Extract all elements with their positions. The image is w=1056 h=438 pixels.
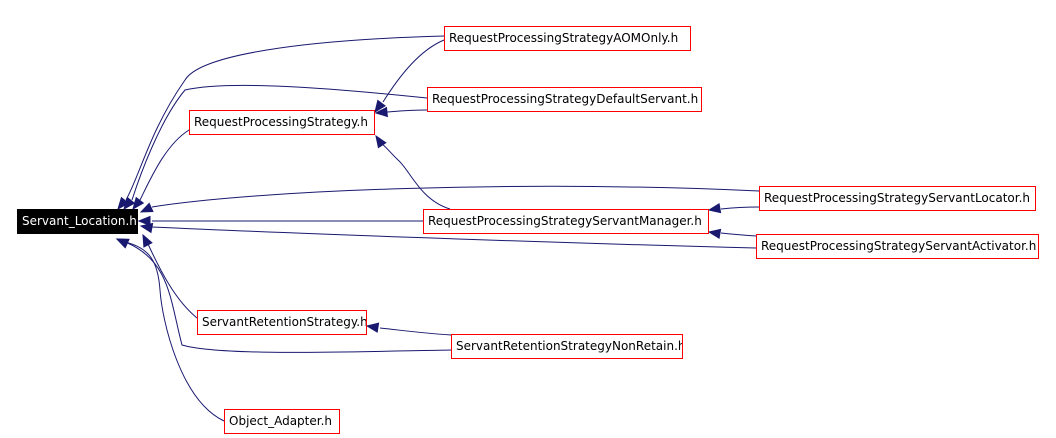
edge-rps-servant-activator-to-rps-servant-manager	[720, 232, 757, 237]
arrowhead-rps-servant-activator-to-servant-location	[139, 222, 154, 234]
edge-rps-aom-only-to-servant-location	[125, 35, 445, 201]
node-servant-location[interactable]: Servant_Location.h	[17, 209, 138, 234]
arrowhead-rps-servant-manager-to-servant-location	[137, 215, 151, 227]
node-rps-aom-only[interactable]: RequestProcessingStrategyAOMOnly.h	[444, 26, 691, 51]
edge-rps-to-servant-location	[139, 129, 190, 201]
arrowhead-rps-default-servant-to-servant-location	[123, 196, 136, 211]
node-object-adapter[interactable]: Object_Adapter.h	[224, 409, 340, 434]
arrowhead-servant-retention-strategy-to-servant-location	[142, 233, 153, 248]
edge-rps-servant-locator-to-rps-servant-manager	[720, 206, 760, 210]
arrowhead-rps-servant-manager-to-rps	[375, 134, 387, 149]
node-servant-retention-strategy[interactable]: ServantRetentionStrategy.h	[197, 310, 367, 335]
edge-rps-default-servant-to-servant-location	[131, 84, 428, 201]
edge-srs-non-retain-to-servant-location	[124, 241, 452, 353]
arrowhead-rps-to-servant-location	[132, 196, 145, 211]
arrowhead-rps-servant-activator-to-rps-servant-manager	[707, 228, 722, 240]
node-rps-default-servant[interactable]: RequestProcessingStrategyDefaultServant.…	[427, 87, 702, 112]
node-rps[interactable]: RequestProcessingStrategy.h	[189, 110, 375, 135]
node-srs-non-retain[interactable]: ServantRetentionStrategyNonRetain.h	[451, 334, 683, 359]
edge-servant-retention-strategy-to-servant-location	[147, 243, 198, 319]
arrowhead-rps-aom-only-to-servant-location	[117, 196, 130, 211]
arrowhead-rps-servant-locator-to-servant-location	[139, 202, 154, 213]
edge-rps-aom-only-to-rps	[382, 39, 445, 103]
edge-rps-servant-manager-to-rps	[380, 142, 451, 210]
arrowhead-rps-aom-only-to-rps	[374, 99, 386, 114]
node-rps-servant-locator[interactable]: RequestProcessingStrategyServantLocator.…	[759, 186, 1036, 211]
arrowhead-rps-servant-locator-to-rps-servant-manager	[707, 202, 722, 214]
arrowhead-srs-non-retain-to-servant-retention-strategy	[365, 322, 380, 333]
edge-object-adapter-to-servant-location	[124, 241, 225, 422]
node-rps-servant-activator[interactable]: RequestProcessingStrategyServantActivato…	[756, 234, 1039, 259]
node-rps-servant-manager[interactable]: RequestProcessingStrategyServantManager.…	[423, 209, 709, 234]
edge-rps-servant-activator-to-servant-location	[151, 226, 757, 249]
edge-rps-default-servant-to-rps	[386, 109, 428, 113]
edge-srs-non-retain-to-servant-retention-strategy	[379, 327, 452, 336]
arrowhead-object-adapter-to-servant-location	[115, 238, 130, 249]
arrowhead-rps-default-servant-to-rps	[374, 106, 388, 118]
edge-rps-servant-locator-to-servant-location	[151, 185, 760, 208]
